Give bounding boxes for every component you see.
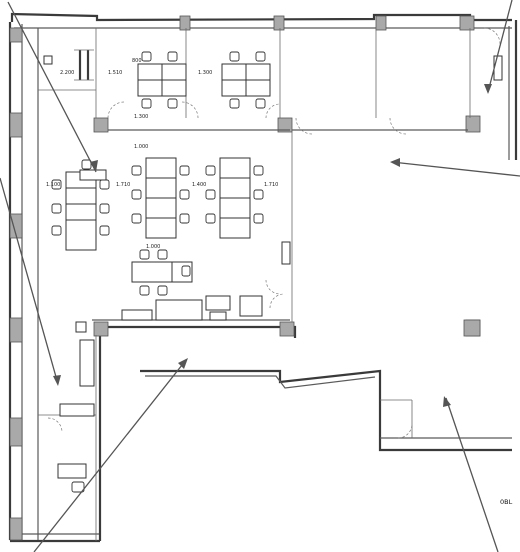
lower-left-room <box>57 321 95 493</box>
meeting-room-1: 1.510 800 1.300 <box>108 51 187 120</box>
dim-label: 1.710 <box>264 182 278 188</box>
dim-label: 800 <box>132 58 142 64</box>
outer-walls <box>8 12 518 543</box>
dim-label: 1.000 <box>146 244 160 250</box>
door-swings <box>47 27 501 439</box>
right-workstations: 1.400 1.710 <box>192 157 278 239</box>
dim-label: 2.200 <box>60 70 74 76</box>
window-mullions <box>9 27 23 541</box>
dim-label: 1.000 <box>134 144 148 150</box>
dim-label: 1.300 <box>198 70 212 76</box>
meeting-room-2: 1.300 <box>198 51 271 109</box>
dim-label: 1.710 <box>116 182 130 188</box>
left-workstations: 1.100 <box>46 159 110 251</box>
corner-note: 0BL <box>500 498 513 506</box>
dim-label: 1.510 <box>108 70 122 76</box>
top-left-room: 2.200 <box>43 49 94 81</box>
dim-label: 1.300 <box>134 114 148 120</box>
dim-label: 1.400 <box>192 182 206 188</box>
dim-label: 1.100 <box>46 182 60 188</box>
lower-table-area: 1.000 <box>121 241 291 321</box>
center-workstations: 1.710 1.000 <box>116 144 190 239</box>
partitions <box>37 28 471 541</box>
